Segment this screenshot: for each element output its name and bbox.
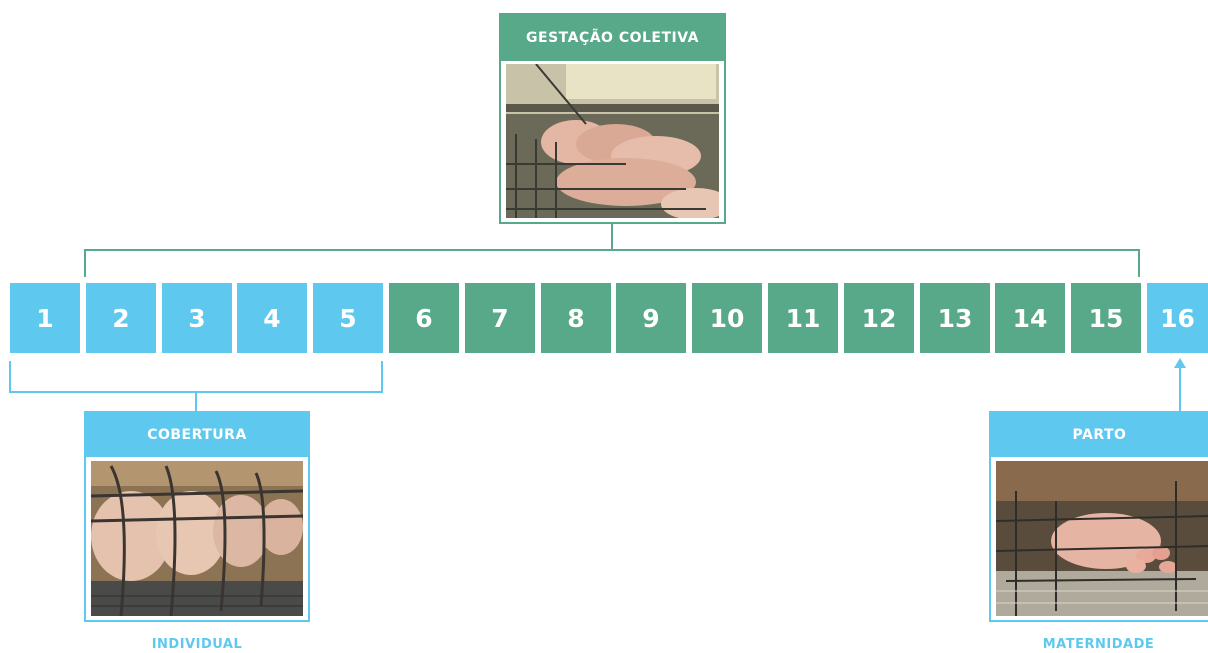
parto-photo <box>996 461 1208 616</box>
cobertura-connector <box>195 392 197 411</box>
cobertura-bracket <box>9 361 383 393</box>
gestacao-panel: GESTAÇÃO COLETIVA <box>499 13 726 224</box>
cobertura-panel: COBERTURA <box>84 411 310 622</box>
week-box-7: 7 <box>465 283 535 353</box>
parto-panel: PARTO <box>989 411 1208 622</box>
week-box-6: 6 <box>389 283 459 353</box>
week-box-14: 14 <box>995 283 1065 353</box>
week-box-10: 10 <box>692 283 762 353</box>
gestacao-bracket <box>84 249 1140 277</box>
cobertura-caption: INDIVIDUAL <box>151 637 243 652</box>
parto-caption: MATERNIDADE <box>1042 637 1155 652</box>
week-box-13: 13 <box>920 283 990 353</box>
gestacao-title: GESTAÇÃO COLETIVA <box>501 15 724 61</box>
week-box-11: 11 <box>768 283 838 353</box>
week-box-12: 12 <box>844 283 914 353</box>
week-box-8: 8 <box>541 283 611 353</box>
week-box-4: 4 <box>237 283 307 353</box>
parto-title: PARTO <box>991 413 1208 457</box>
week-box-1: 1 <box>10 283 80 353</box>
week-box-16: 16 <box>1147 283 1208 353</box>
gestacao-photo <box>506 64 719 218</box>
parto-arrow <box>1174 358 1186 412</box>
week-box-2: 2 <box>86 283 156 353</box>
gestacao-connector <box>611 224 613 250</box>
week-box-9: 9 <box>616 283 686 353</box>
week-box-3: 3 <box>162 283 232 353</box>
cobertura-title: COBERTURA <box>86 413 308 457</box>
cobertura-photo <box>91 461 303 616</box>
week-box-15: 15 <box>1071 283 1141 353</box>
week-box-5: 5 <box>313 283 383 353</box>
